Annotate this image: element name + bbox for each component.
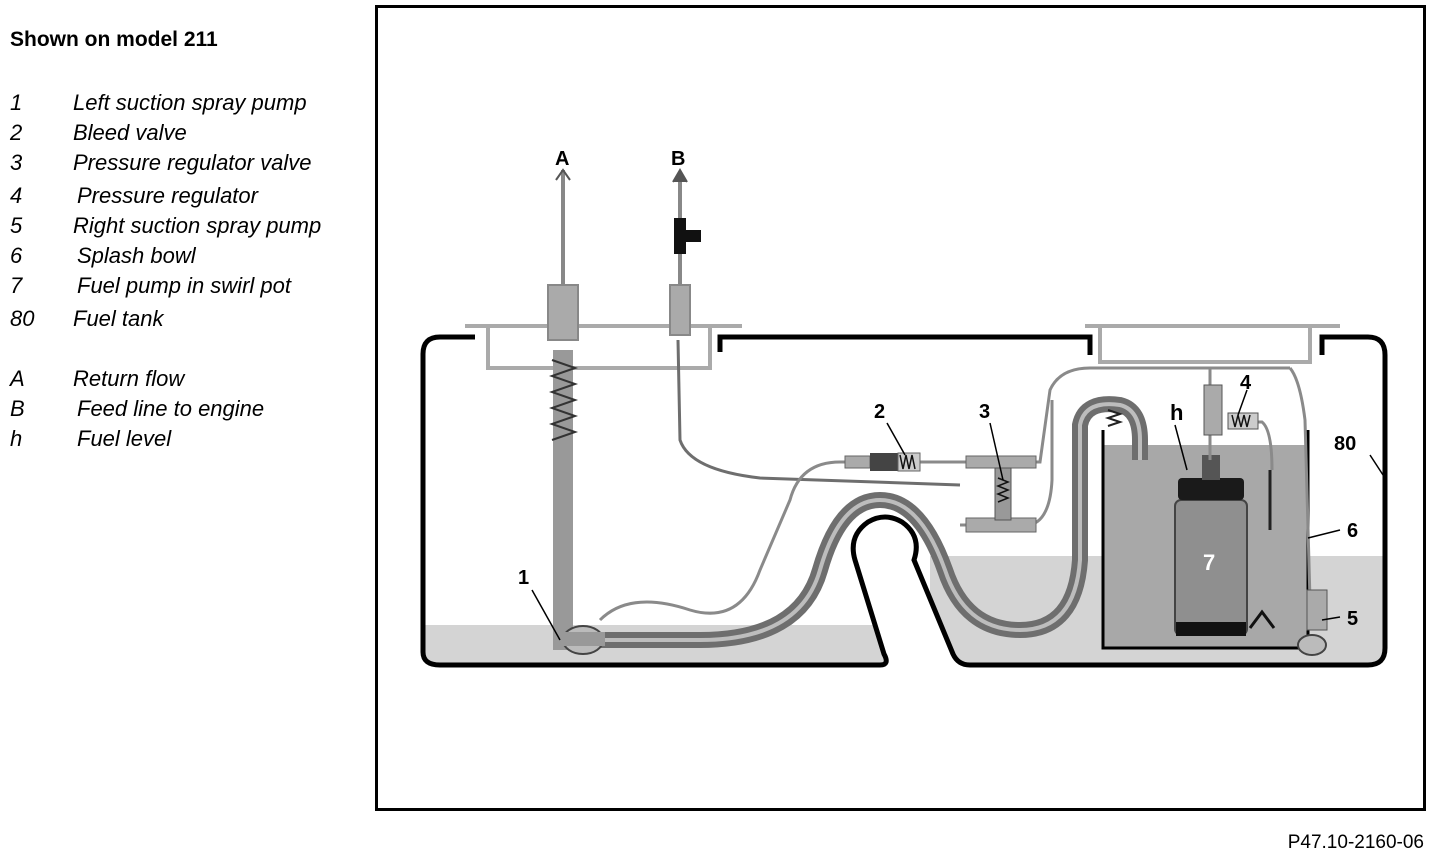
pressure-regulator (1203, 384, 1259, 436)
legend-label: Pressure regulator valve (73, 150, 312, 175)
callout-h: h (1170, 400, 1183, 425)
callout-4: 4 (1240, 372, 1252, 394)
left-suction-spray-pump (560, 625, 605, 655)
legend-label: Right suction spray pump (73, 213, 322, 238)
bleed-valve (844, 452, 921, 472)
callout-2: 2 (874, 401, 885, 423)
callout-1: 1 (518, 567, 529, 589)
legend-key: 80 (10, 306, 35, 331)
callout-leaders (531, 389, 1386, 641)
legend-key: A (10, 366, 25, 391)
legend-key: 1 (10, 90, 23, 115)
callout-80: 80 (1334, 433, 1356, 455)
legend-key: 2 (10, 120, 23, 145)
legend-label: Bleed valve (73, 120, 187, 145)
fuel-tank (420, 334, 1388, 668)
figure-reference: P47.10-2160-06 (1287, 832, 1424, 853)
legend-label: Fuel pump in swirl pot (77, 273, 291, 298)
callout-6: 6 (1347, 520, 1358, 542)
fuel-level-leader (1174, 424, 1188, 471)
bowl-spring (1104, 409, 1124, 427)
legend-label: Pressure regulator (77, 183, 258, 208)
pressure-regulator-valve (965, 455, 1037, 533)
legend-label: Fuel tank (73, 306, 164, 331)
legend-label: Splash bowl (77, 243, 196, 268)
left-pump-column (547, 170, 579, 650)
legend-key: 5 (10, 213, 23, 238)
legend-label: Left suction spray pump (73, 90, 307, 115)
callout-5: 5 (1347, 608, 1358, 630)
callout-7: 7 (1203, 550, 1215, 575)
legend-key: 7 (10, 273, 23, 298)
feed-line-arrow (672, 168, 688, 183)
page-title: Shown on model 211 (10, 28, 218, 51)
legend-label: Fuel level (77, 426, 172, 451)
feed-line-engine (669, 180, 961, 487)
legend-key: 6 (10, 243, 23, 268)
legend-label: Feed line to engine (77, 396, 265, 421)
legend-label: Return flow (73, 366, 185, 391)
return-flow-arrow (555, 168, 571, 181)
tank-flanges (465, 324, 1340, 370)
legend-key: B (10, 396, 25, 421)
suction-hose-highlight (600, 402, 1142, 642)
callout-A: A (555, 148, 569, 170)
fuel-pump-swirl-pot (1174, 455, 1248, 636)
callout-3: 3 (979, 401, 990, 423)
legend-key: 4 (10, 183, 23, 208)
legend-key: h (10, 426, 23, 451)
callout-B: B (671, 148, 685, 170)
legend-key: 3 (10, 150, 23, 175)
